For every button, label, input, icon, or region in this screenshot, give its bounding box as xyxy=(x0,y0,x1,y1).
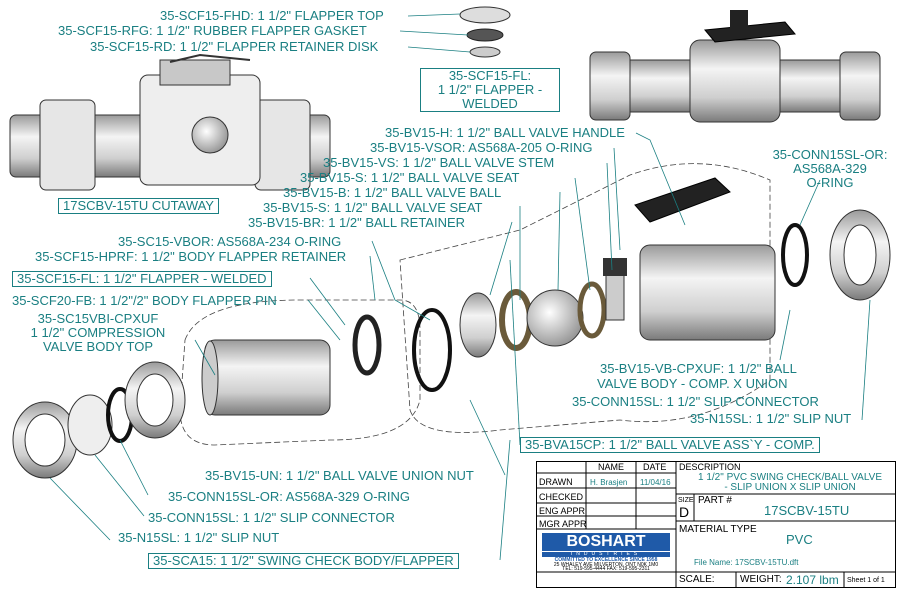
left-union-parts-render xyxy=(12,361,186,479)
label-union-nut: 35-BV15-UN: 1 1/2" BALL VALVE UNION NUT xyxy=(205,468,474,483)
label-vbi-line3: VALVE BODY TOP xyxy=(42,339,154,354)
label-conn-o-ring-left: 35-CONN15SL-OR: AS568A-329 O-RING xyxy=(168,489,411,504)
label-stem-o-ring: 35-BV15-VSOR: AS568A-205 O-RING xyxy=(370,140,593,155)
label-vbi-line1: 35-SC15VBI-CPXUF xyxy=(37,311,159,326)
label-swing-check-body: 35-SCA15: 1 1/2" SWING CHECK BODY/FLAPPE… xyxy=(148,553,459,569)
label-ball-valve-seat-2: 35-BV15-S: 1 1/2" BALL VALVE SEAT xyxy=(263,200,483,215)
tb-name-header: NAME xyxy=(598,462,625,472)
label-conn-o-ring-line1: 35-CONN15SL-OR: xyxy=(772,147,888,162)
tb-date-header: DATE xyxy=(643,462,667,472)
label-conn-o-ring-line3: O-RING xyxy=(806,175,854,190)
label-ball-retainer: 35-BV15-BR: 1 1/2" BALL RETAINER xyxy=(248,215,466,230)
label-vbi-line2: 1 1/2" COMPRESSION xyxy=(30,325,166,340)
ball-valve-parts-render xyxy=(459,177,891,358)
tb-description-line1: 1 1/2" PVC SWING CHECK/BALL VALVE xyxy=(698,472,882,483)
tb-drawn: DRAWN xyxy=(539,477,573,487)
swing-check-body-render xyxy=(201,308,452,416)
assembled-valve-render xyxy=(589,10,881,123)
label-valve-body-o-ring: 35-SC15-VBOR: AS568A-234 O-RING xyxy=(118,234,342,249)
label-body-flapper-retainer: 35-SCF15-HPRF: 1 1/2" BODY FLAPPER RETAI… xyxy=(35,249,347,264)
tb-checked: CHECKED xyxy=(539,492,584,502)
label-ball-valve-handle: 35-BV15-H: 1 1/2" BALL VALVE HANDLE xyxy=(385,125,625,140)
tb-part-number: 17SCBV-15TU xyxy=(764,503,850,518)
company-tagline: COMMITTED TO EXCELLENCE SINCE 1958 xyxy=(554,557,658,563)
label-flapper-line3: WELDED xyxy=(462,96,518,111)
label-flapper-line2: 1 1/2" FLAPPER - xyxy=(437,82,543,97)
tb-size: D xyxy=(679,504,690,520)
tb-weight: 2.107 lbm xyxy=(786,573,839,587)
tb-material: PVC xyxy=(786,532,813,547)
label-conn-o-ring-line2: AS568A-329 xyxy=(793,161,867,176)
label-body-flapper-pin: 35-SCF20-FB: 1 1/2"/2" BODY FLAPPER PIN xyxy=(12,293,277,308)
label-compression-valve-body-top: 35-SC15VBI-CPXUF 1 1/2" COMPRESSION VALV… xyxy=(18,312,178,354)
tb-weight-header: WEIGHT: xyxy=(740,574,782,585)
flapper-parts-render xyxy=(459,6,511,58)
tb-description-line2: - SLIP UNION X SLIP UNION xyxy=(724,482,856,493)
label-ball-valve-stem: 35-BV15-VS: 1 1/2" BALL VALVE STEM xyxy=(323,155,555,170)
tb-file-name: File Name: 17SCBV-15TU.dft xyxy=(694,558,799,567)
label-slip-connector-right: 35-CONN15SL: 1 1/2" SLIP CONNECTOR xyxy=(572,394,819,409)
ball-valve-group-outline xyxy=(399,163,771,433)
label-conn-o-ring-right: 35-CONN15SL-OR: AS568A-329 O-RING xyxy=(760,148,899,190)
tb-eng-appr: ENG APPR xyxy=(539,506,586,516)
label-slip-connector-left: 35-CONN15SL: 1 1/2" SLIP CONNECTOR xyxy=(148,510,395,525)
title-block-grid xyxy=(536,461,896,588)
label-ball-valve-body-line1: 35-BV15-VB-CPXUF: 1 1/2" BALL xyxy=(600,361,797,376)
label-flapper-top: 35-SCF15-FHD: 1 1/2" FLAPPER TOP xyxy=(160,8,384,23)
tb-sheet: Sheet 1 of 1 xyxy=(847,577,885,584)
company-address: 25 WHALEY AVE MILVERTON, ONT N0K 1M0 xyxy=(553,562,659,568)
label-slip-nut-left: 35-N15SL: 1 1/2" SLIP NUT xyxy=(118,530,280,545)
label-flapper-welded-box: 35-SCF15-FL: 1 1/2" FLAPPER - WELDED xyxy=(420,68,560,112)
cutaway-render xyxy=(9,53,331,191)
leader-lines xyxy=(49,13,871,561)
label-slip-nut-right: 35-N15SL: 1 1/2" SLIP NUT xyxy=(690,411,852,426)
tb-scale: SCALE: xyxy=(679,574,715,585)
title-block: NAME DATE DRAWN H. Brasjen 11/04/16 CHEC… xyxy=(536,461,896,588)
tb-drawn-date: 11/04/16 xyxy=(640,478,671,487)
tb-material-header: MATERIAL TYPE xyxy=(679,524,757,535)
tb-part-header: PART # xyxy=(698,495,732,506)
label-ball-valve-assembly: 35-BVA15CP: 1 1/2" BALL VALVE ASS`Y - CO… xyxy=(520,437,820,453)
company-logo-sub: INDUSTRIES xyxy=(570,551,642,557)
tb-description-header: DESCRIPTION xyxy=(679,462,741,472)
label-rubber-flapper-gasket: 35-SCF15-RFG: 1 1/2" RUBBER FLAPPER GASK… xyxy=(58,23,367,38)
swing-check-group-outline xyxy=(179,299,421,446)
company-logo: BOSHART xyxy=(566,533,646,550)
label-flapper-line1: 35-SCF15-FL: xyxy=(448,68,532,83)
tb-mgr-appr: MGR APPR xyxy=(539,519,587,529)
label-ball-valve-ball: 35-BV15-B: 1 1/2" BALL VALVE BALL xyxy=(283,185,502,200)
label-ball-valve-body-line2: VALVE BODY - COMP. X UNION xyxy=(597,376,788,391)
label-ball-valve-seat-1: 35-BV15-S: 1 1/2" BALL VALVE SEAT xyxy=(300,170,520,185)
label-flapper-welded: 35-SCF15-FL: 1 1/2" FLAPPER - WELDED xyxy=(12,271,272,287)
tb-drawn-name: H. Brasjen xyxy=(590,478,628,487)
label-flapper-retainer-disk: 35-SCF15-RD: 1 1/2" FLAPPER RETAINER DIS… xyxy=(90,39,379,54)
label-cutaway: 17SCBV-15TU CUTAWAY xyxy=(58,198,219,214)
tb-size-header: SIZE xyxy=(678,497,694,504)
company-phone: TEL: 519-595-4444 FAX: 519-595-2311 xyxy=(562,566,650,572)
